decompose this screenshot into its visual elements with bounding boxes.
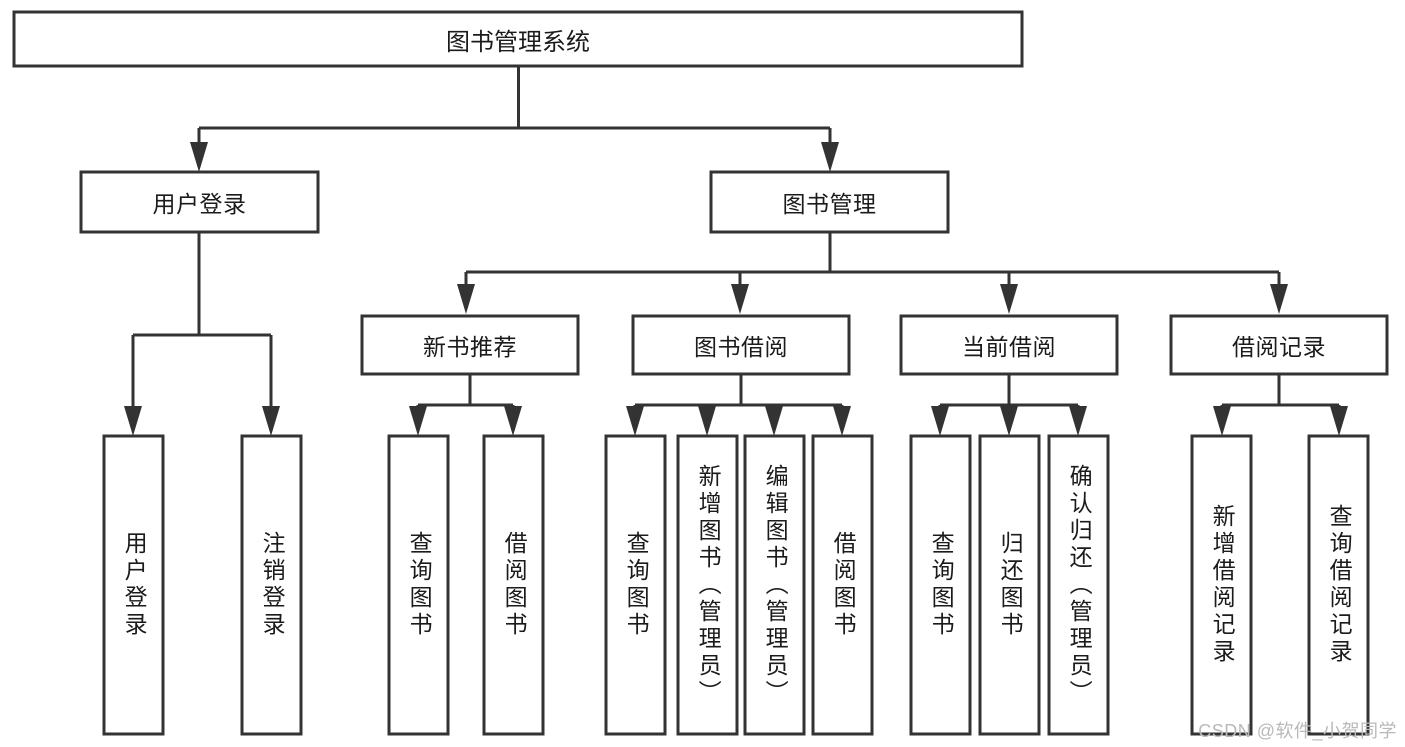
arrow-head-leaf-borrow-book-2 <box>833 406 851 436</box>
node-box-leaf-confirm-return-admin[interactable] <box>1047 434 1110 736</box>
node-box-book-borrow[interactable] <box>631 314 851 376</box>
node-box-book-manage[interactable] <box>709 170 950 234</box>
arrow-head-leaf-user-login <box>124 406 142 436</box>
connector-group-current-borrow <box>931 374 1087 436</box>
node-box-root[interactable] <box>12 10 1024 68</box>
arrow-head-leaf-return-book <box>1000 406 1018 436</box>
node-box-leaf-add-book-admin[interactable] <box>676 434 739 736</box>
arrow-head-book-borrow <box>731 284 749 314</box>
arrow-head-leaf-query-borrow-record <box>1330 406 1348 436</box>
arrow-head-new-book-rec <box>457 284 475 314</box>
node-box-borrow-record[interactable] <box>1169 314 1389 376</box>
arrow-head-user-login <box>190 142 208 172</box>
arrow-head-borrow-record <box>1270 284 1288 314</box>
node-box-leaf-return-book[interactable] <box>978 434 1041 736</box>
node-box-leaf-query-book-2[interactable] <box>604 434 667 736</box>
node-box-leaf-borrow-book-1[interactable] <box>482 434 545 736</box>
connector-group-root <box>190 66 839 172</box>
node-box-leaf-query-book-3[interactable] <box>909 434 972 736</box>
connector-group-new-book-rec <box>409 374 522 436</box>
connector-group-book-manage <box>457 232 1288 314</box>
arrow-head-leaf-query-book-2 <box>626 406 644 436</box>
node-box-new-book-rec[interactable] <box>360 314 580 376</box>
node-box-current-borrow[interactable] <box>899 314 1119 376</box>
node-box-leaf-edit-book-admin[interactable] <box>743 434 806 736</box>
arrow-head-leaf-confirm-return-admin <box>1069 406 1087 436</box>
arrow-head-leaf-add-book-admin <box>698 406 716 436</box>
node-box-leaf-user-login[interactable] <box>102 434 165 736</box>
arrow-head-leaf-add-borrow-record <box>1213 406 1231 436</box>
arrow-head-leaf-logout-login <box>262 406 280 436</box>
arrow-head-leaf-edit-book-admin <box>765 406 783 436</box>
arrow-head-leaf-query-book-1 <box>409 406 427 436</box>
node-box-leaf-logout-login[interactable] <box>240 434 303 736</box>
node-box-leaf-query-book-1[interactable] <box>387 434 450 736</box>
arrow-head-book-manage <box>821 142 839 172</box>
node-box-leaf-query-borrow-record[interactable] <box>1307 434 1370 736</box>
arrow-head-leaf-borrow-book-1 <box>504 406 522 436</box>
connector-group-user-login <box>124 232 280 436</box>
connector-group-book-borrow <box>626 374 851 436</box>
node-box-leaf-borrow-book-2[interactable] <box>811 434 874 736</box>
arrow-head-current-borrow <box>1000 284 1018 314</box>
watermark-text: CSDN @软件_小贺同学 <box>1198 721 1397 741</box>
arrow-head-leaf-query-book-3 <box>931 406 949 436</box>
node-box-user-login[interactable] <box>79 170 320 234</box>
connector-group-borrow-record <box>1213 374 1348 436</box>
node-box-leaf-add-borrow-record[interactable] <box>1190 434 1253 736</box>
